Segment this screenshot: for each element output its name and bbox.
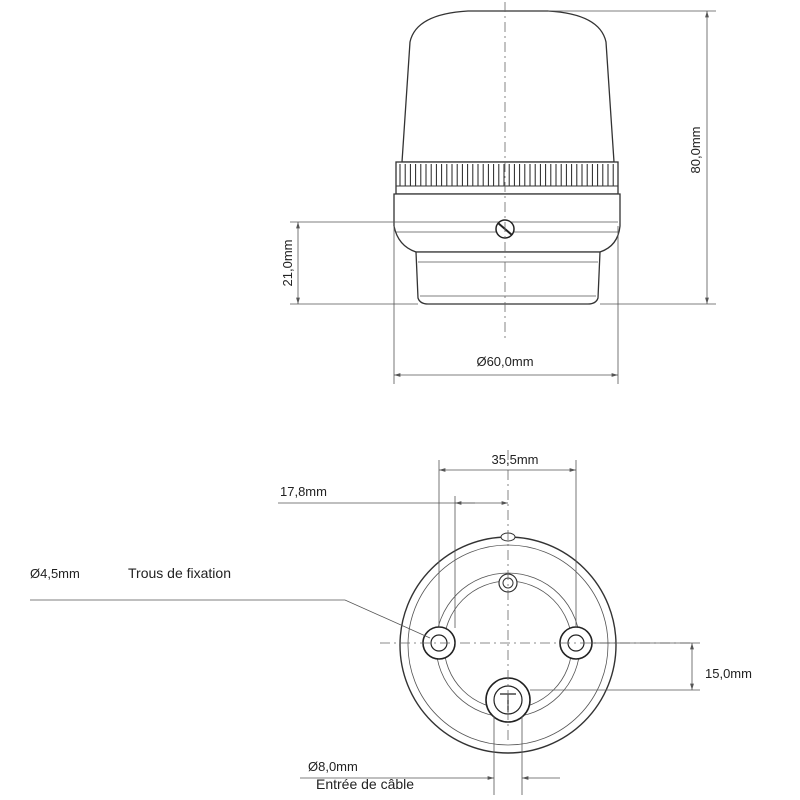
dome xyxy=(401,10,615,163)
ring-ribs xyxy=(399,164,614,186)
dim-diameter: Ø60,0mm xyxy=(476,354,533,369)
bottom-view: 35,5mm 17,8mm 15,0mm Ø4,5mm Trous de fix… xyxy=(30,450,752,795)
dim-cable-diameter: Ø8,0mm xyxy=(308,759,358,774)
dim-hole-diameter: Ø4,5mm xyxy=(30,566,80,581)
label-mounting-holes: Trous de fixation xyxy=(128,565,231,581)
dim-height-total: 80,0mm xyxy=(688,127,703,174)
dim-hole-vertical: 15,0mm xyxy=(705,666,752,681)
side-view: 80,0mm 21,0mm Ø60,0mm xyxy=(280,2,716,384)
label-cable-entry: Entrée de câble xyxy=(316,776,414,792)
ribbed-ring xyxy=(395,161,619,195)
dim-base-height: 21,0mm xyxy=(280,240,295,287)
dim-hole-offset: 17,8mm xyxy=(280,484,327,499)
dim-hole-spacing: 35,5mm xyxy=(492,452,539,467)
base-lower xyxy=(415,251,601,305)
